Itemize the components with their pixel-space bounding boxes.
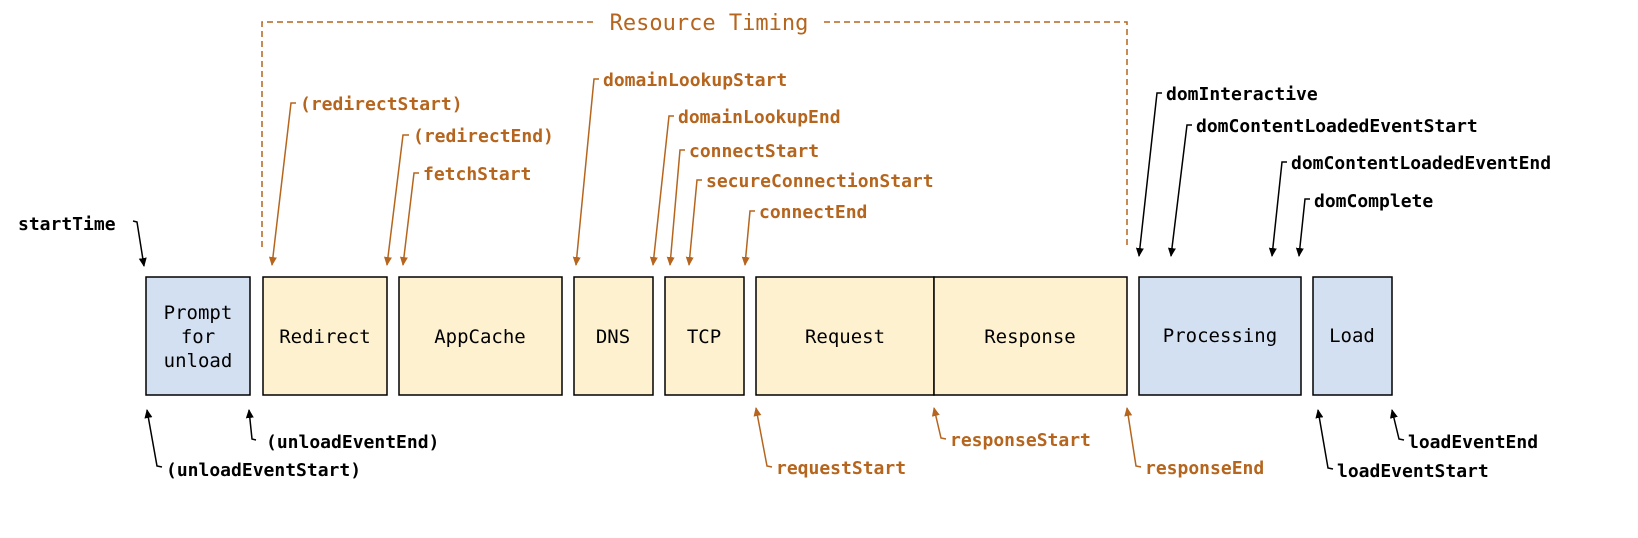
marker-domain-lookup-start: domainLookupStart bbox=[572, 70, 787, 266]
marker-dom-interactive: domInteractive bbox=[1135, 84, 1318, 257]
marker-domain-lookup-end: domainLookupEnd bbox=[649, 107, 841, 266]
black-timing-markers: startTime (unloadEventStart) (unloadEven… bbox=[18, 84, 1551, 482]
svg-text:responseStart: responseStart bbox=[950, 430, 1091, 451]
box-appcache: AppCache bbox=[398, 276, 563, 396]
box-redirect: Redirect bbox=[262, 276, 388, 396]
svg-text:(redirectStart): (redirectStart) bbox=[300, 94, 463, 115]
marker-load-event-start: loadEventStart bbox=[1315, 409, 1489, 482]
svg-text:(unloadEventStart): (unloadEventStart) bbox=[166, 460, 361, 481]
box-tcp: TCP bbox=[664, 276, 745, 396]
marker-dom-content-loaded-event-end: domContentLoadedEventEnd bbox=[1268, 153, 1551, 257]
box-response: Response bbox=[933, 276, 1128, 396]
box-prompt-line1: Prompt bbox=[164, 302, 233, 324]
box-load-label: Load bbox=[1329, 325, 1375, 347]
svg-text:requestStart: requestStart bbox=[776, 458, 906, 479]
box-dns: DNS bbox=[573, 276, 654, 396]
box-request: Request bbox=[755, 276, 935, 396]
box-prompt-for-unload: Prompt for unload bbox=[145, 276, 251, 396]
marker-connect-start: connectStart bbox=[666, 141, 819, 266]
marker-secure-connection-start: secureConnectionStart bbox=[685, 171, 934, 266]
marker-response-start: responseStart bbox=[931, 407, 1091, 451]
box-appcache-label: AppCache bbox=[434, 326, 526, 348]
svg-text:domainLookupStart: domainLookupStart bbox=[603, 70, 787, 91]
resource-timing-bracket: Resource Timing bbox=[261, 11, 1128, 247]
marker-unload-event-start: (unloadEventStart) bbox=[144, 409, 361, 481]
box-processing: Processing bbox=[1138, 276, 1302, 396]
marker-redirect-end: (redirectEnd) bbox=[384, 126, 554, 266]
box-response-label: Response bbox=[984, 326, 1076, 348]
box-prompt-line2: for bbox=[181, 326, 215, 348]
marker-connect-end: connectEnd bbox=[741, 202, 867, 266]
phase-boxes: Prompt for unload Redirect AppCache DNS … bbox=[145, 276, 1393, 396]
svg-text:responseEnd: responseEnd bbox=[1145, 458, 1264, 479]
svg-text:domInteractive: domInteractive bbox=[1166, 84, 1318, 105]
svg-text:startTime: startTime bbox=[18, 214, 116, 235]
svg-text:loadEventEnd: loadEventEnd bbox=[1408, 432, 1538, 453]
marker-response-end: responseEnd bbox=[1124, 407, 1264, 479]
box-processing-label: Processing bbox=[1163, 325, 1277, 347]
marker-unload-event-end: (unloadEventEnd) bbox=[245, 409, 439, 453]
box-tcp-label: TCP bbox=[687, 326, 721, 348]
box-redirect-label: Redirect bbox=[279, 326, 371, 348]
svg-text:connectEnd: connectEnd bbox=[759, 202, 867, 223]
svg-text:(unloadEventEnd): (unloadEventEnd) bbox=[266, 432, 439, 453]
resource-timing-title: Resource Timing bbox=[610, 11, 809, 36]
svg-text:domComplete: domComplete bbox=[1314, 191, 1433, 212]
marker-request-start: requestStart bbox=[753, 407, 906, 479]
svg-text:domContentLoadedEventStart: domContentLoadedEventStart bbox=[1196, 116, 1478, 137]
box-load: Load bbox=[1312, 276, 1393, 396]
orange-timing-markers: (redirectStart) (redirectEnd) fetchStart… bbox=[268, 70, 1264, 479]
svg-text:domainLookupEnd: domainLookupEnd bbox=[678, 107, 841, 128]
marker-redirect-start: (redirectStart) bbox=[268, 94, 463, 266]
box-dns-label: DNS bbox=[596, 326, 630, 348]
svg-text:connectStart: connectStart bbox=[689, 141, 819, 162]
box-request-label: Request bbox=[805, 326, 885, 348]
svg-text:domContentLoadedEventEnd: domContentLoadedEventEnd bbox=[1291, 153, 1551, 174]
marker-start-time: startTime bbox=[18, 214, 147, 267]
marker-dom-content-loaded-event-start: domContentLoadedEventStart bbox=[1167, 116, 1478, 257]
svg-text:fetchStart: fetchStart bbox=[423, 164, 531, 185]
marker-fetch-start: fetchStart bbox=[399, 164, 531, 266]
marker-load-event-end: loadEventEnd bbox=[1389, 409, 1538, 453]
box-prompt-line3: unload bbox=[164, 350, 233, 372]
marker-dom-complete: domComplete bbox=[1295, 191, 1433, 257]
svg-text:(redirectEnd): (redirectEnd) bbox=[413, 126, 554, 147]
svg-text:loadEventStart: loadEventStart bbox=[1337, 461, 1489, 482]
svg-text:secureConnectionStart: secureConnectionStart bbox=[706, 171, 934, 192]
